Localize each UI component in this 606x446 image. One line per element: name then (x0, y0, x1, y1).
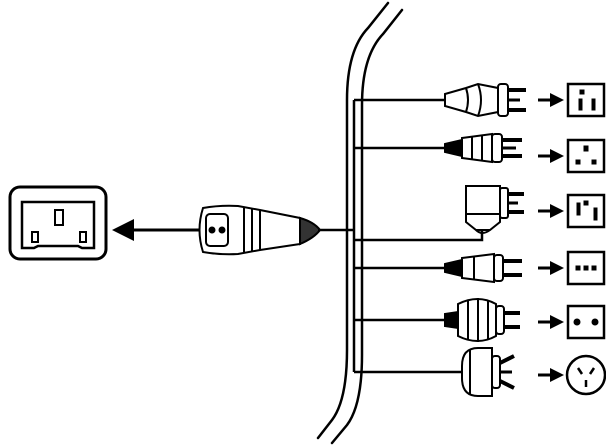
arrow-to-inlet-icon (112, 219, 200, 241)
cut-line (316, 1, 404, 445)
arrow-row-1-icon (538, 93, 564, 107)
cut-line-right (330, 8, 404, 445)
angled-grounded-plug-icon (465, 185, 524, 234)
branch-lines (354, 98, 484, 374)
schuko-plug-icon (444, 298, 520, 342)
us-grounded-plug-icon (444, 82, 526, 118)
cut-line-left (316, 1, 390, 440)
swiss-outlet-icon (566, 250, 606, 286)
cable-trunk (318, 100, 356, 372)
uk-outlet-icon (566, 138, 606, 174)
schuko-outlet-icon (566, 304, 606, 340)
arrow-row-3-icon (538, 204, 564, 218)
swiss-plug-icon (444, 252, 522, 284)
us-grounded-outlet-icon (566, 82, 606, 118)
arrow-row-5-icon (538, 315, 564, 329)
australian-outlet-icon (565, 354, 606, 396)
iec-c14-inlet-icon (8, 185, 108, 261)
iec-c13-connector-icon (198, 204, 322, 256)
arrow-row-4-icon (538, 261, 564, 275)
arrow-row-2-icon (538, 149, 564, 163)
uk-plug-icon (444, 132, 522, 164)
angled-grounded-outlet-icon (566, 193, 606, 229)
australian-plug-icon (461, 347, 515, 397)
arrows-to-outlets (538, 93, 564, 382)
arrow-row-6-icon (538, 368, 564, 382)
